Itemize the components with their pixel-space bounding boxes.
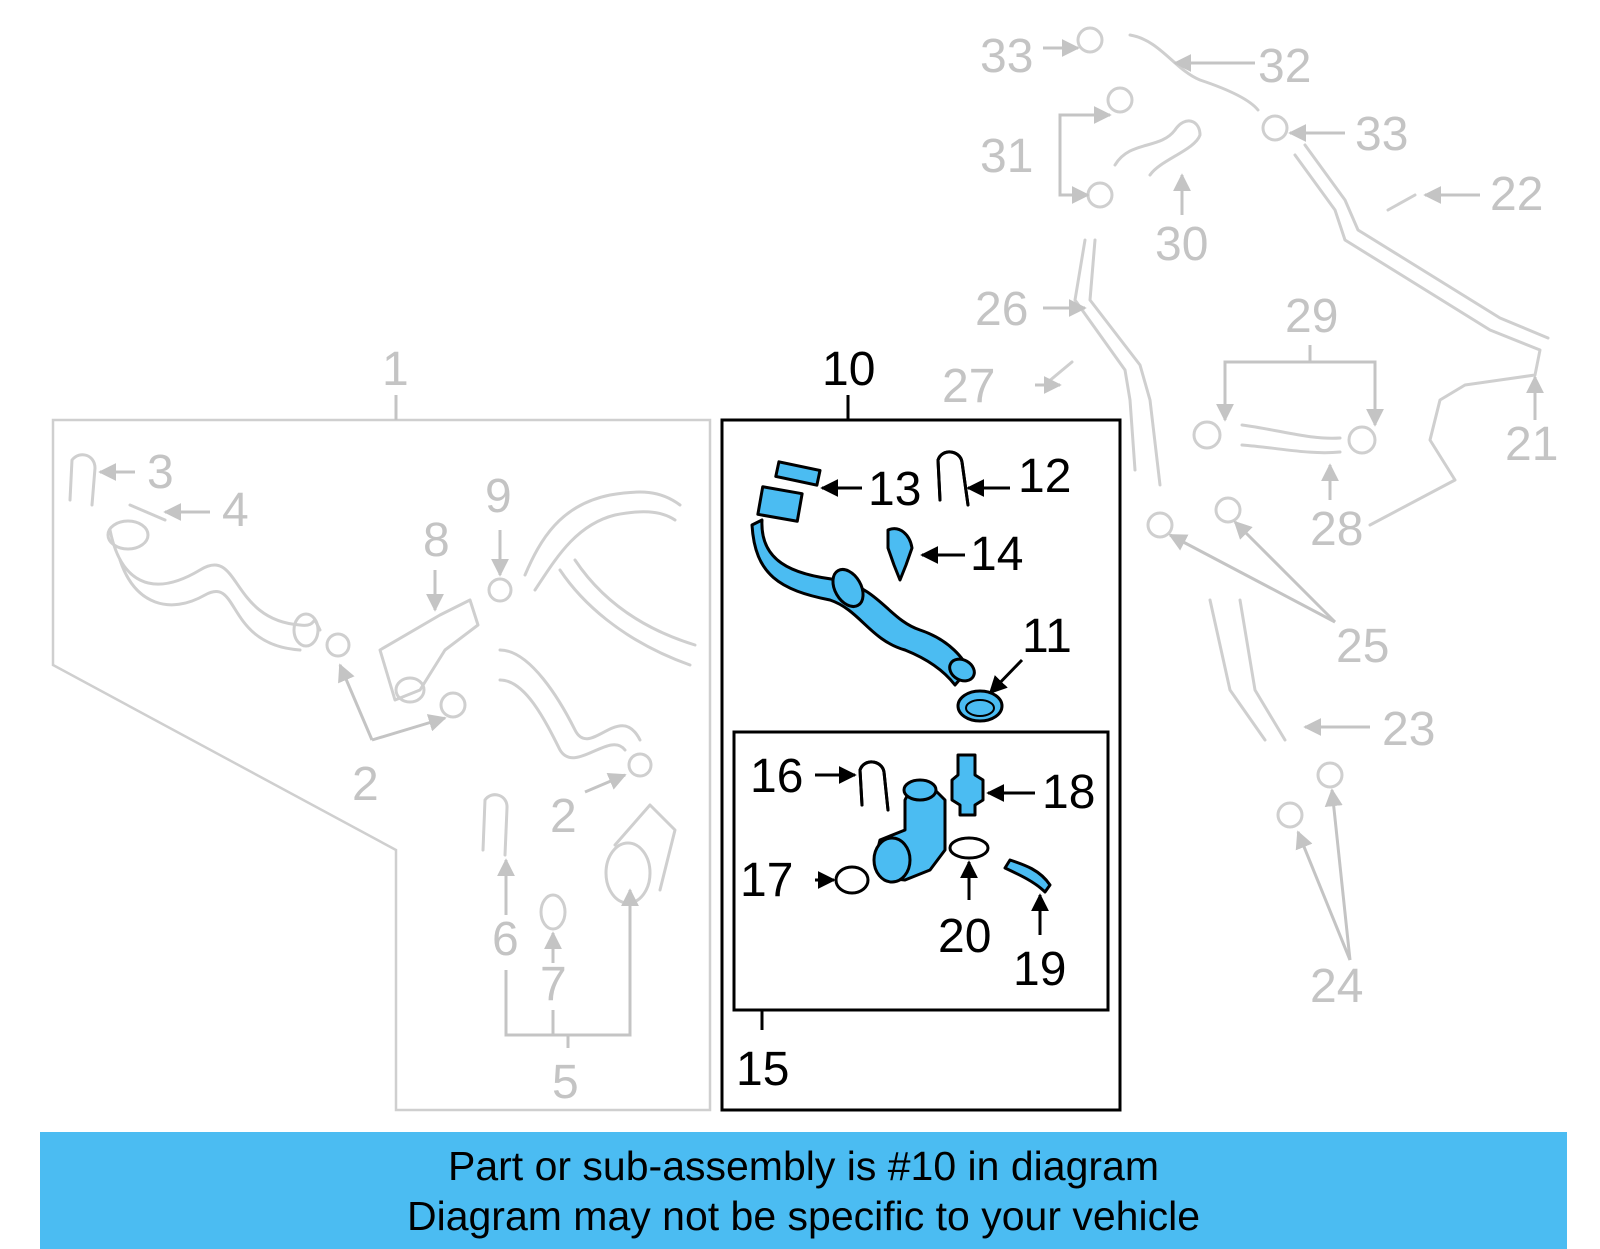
assembly-1-group: 1 3 4 8 9 2 2 6 7 5 — [51, 343, 712, 1112]
clamp-3-icon — [68, 453, 97, 507]
info-banner: Part or sub-assembly is #10 in diagram D… — [40, 1132, 1567, 1249]
hose-28 — [1240, 423, 1342, 440]
callout-33b: 33 — [1355, 108, 1408, 161]
callout-8: 8 — [423, 514, 450, 567]
subassembly-15-box — [732, 730, 1110, 1012]
callout-15: 15 — [736, 1043, 789, 1096]
bypass-hose — [523, 490, 682, 577]
callout-3: 3 — [147, 446, 174, 499]
callout-21: 21 — [1505, 418, 1558, 471]
oring-7-icon — [539, 893, 567, 931]
callout-33a: 33 — [980, 30, 1033, 83]
callout-4: 4 — [222, 484, 249, 537]
clip-14-icon[interactable] — [886, 527, 914, 582]
upper-hose-1b — [118, 558, 302, 652]
callout-2a: 2 — [352, 758, 379, 811]
clip-4-icon — [128, 503, 167, 522]
callout-30: 30 — [1155, 218, 1208, 271]
callout-25: 25 — [1336, 620, 1389, 673]
elbow-5 — [604, 841, 652, 905]
callout-6: 6 — [492, 913, 519, 966]
thermostat-housing-8 — [378, 598, 480, 702]
callout-2b: 2 — [550, 790, 577, 843]
callout-17: 17 — [740, 854, 793, 907]
callout-11: 11 — [1022, 610, 1072, 663]
assembly-10-box — [720, 418, 1122, 1112]
callout-5: 5 — [552, 1056, 579, 1109]
callout-12: 12 — [1018, 450, 1071, 503]
callout-7: 7 — [540, 958, 567, 1011]
callout-24: 24 — [1310, 960, 1363, 1013]
hose-23 — [1208, 598, 1267, 742]
callout-9: 9 — [485, 470, 512, 523]
pipe-26 — [1073, 238, 1137, 472]
hose-32 — [1128, 33, 1260, 112]
callout-18: 18 — [1042, 766, 1095, 819]
callout-19: 19 — [1013, 943, 1066, 996]
clip-19-icon[interactable] — [1003, 858, 1052, 894]
callout-13: 13 — [868, 463, 921, 516]
callout-27: 27 — [942, 360, 995, 413]
callout-28: 28 — [1310, 503, 1363, 556]
callout-14: 14 — [970, 528, 1023, 581]
callout-26: 26 — [975, 283, 1028, 336]
assembly-10-group: 10 13 12 14 11 15 — [720, 343, 1122, 1112]
banner-line-1: Part or sub-assembly is #10 in diagram — [448, 1142, 1159, 1189]
hose-30 — [1113, 119, 1202, 177]
callout-31: 31 — [980, 130, 1033, 183]
lower-hose-2 — [498, 648, 642, 742]
oring-17-icon[interactable] — [834, 865, 870, 895]
right-assembly-group: 33 32 33 31 30 22 26 27 29 21 28 25 23 2… — [942, 26, 1558, 1013]
bolt-27-icon — [1046, 360, 1074, 384]
pipe-21 — [1293, 153, 1542, 527]
clamp-6-icon — [481, 793, 509, 857]
callout-1: 1 — [382, 343, 409, 396]
callout-22: 22 — [1490, 168, 1543, 221]
callout-32: 32 — [1258, 40, 1311, 93]
banner-line-2: Diagram may not be specific to your vehi… — [406, 1192, 1200, 1239]
upper-hose-1 — [108, 528, 322, 632]
oring-20-icon[interactable] — [948, 836, 990, 860]
callout-29: 29 — [1285, 290, 1338, 343]
sensor-18[interactable] — [950, 753, 985, 817]
clip-13[interactable] — [774, 460, 822, 487]
assembly-1-boundary — [51, 418, 712, 1112]
callout-20: 20 — [938, 910, 991, 963]
callout-10: 10 — [822, 343, 875, 396]
callout-16: 16 — [750, 750, 803, 803]
callout-23: 23 — [1382, 703, 1435, 756]
bolt-22-icon — [1386, 193, 1417, 212]
